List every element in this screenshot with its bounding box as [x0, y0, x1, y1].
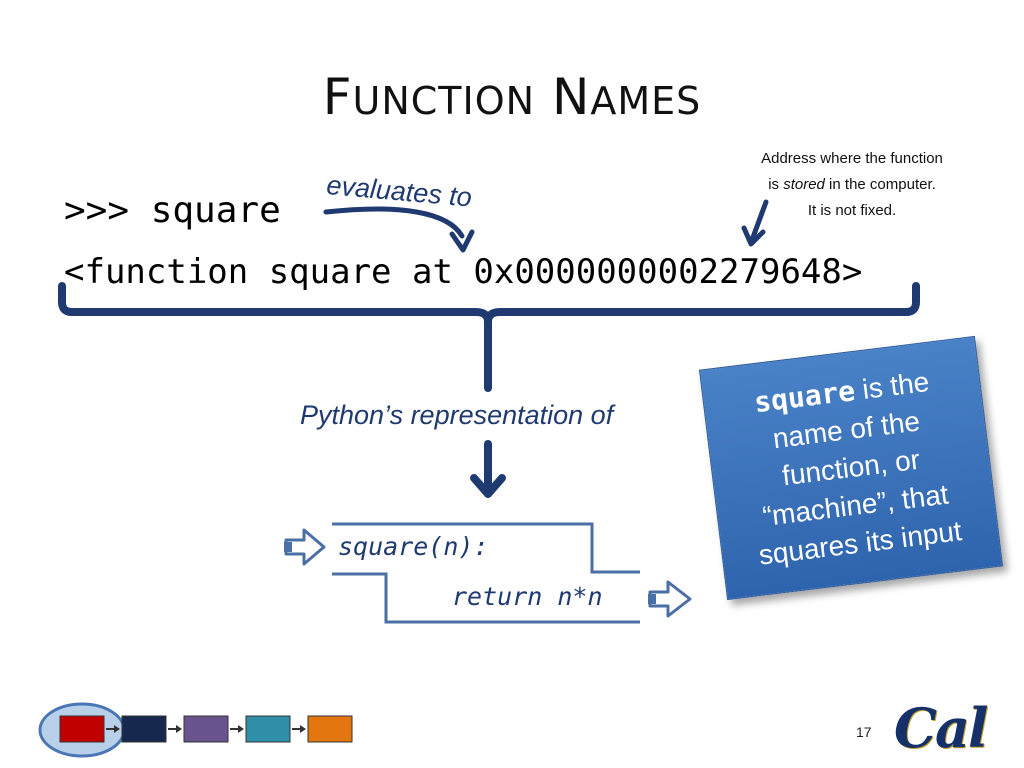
address-note-italic: stored [783, 176, 825, 193]
title-letter: F [322, 68, 353, 126]
nav-step-4[interactable] [245, 715, 291, 743]
title-word: AMES [590, 79, 702, 123]
slide-navigation [38, 702, 353, 758]
arrow-output-icon [648, 580, 692, 618]
function-box [332, 522, 640, 624]
function-body: return n*n [452, 582, 603, 611]
callout-text: square is the name of the function, or “… [716, 359, 985, 578]
callout-code: square [752, 374, 857, 420]
callout-box: square is the name of the function, or “… [698, 335, 1004, 601]
address-note-prefix: is [768, 176, 784, 193]
nav-step-2[interactable] [121, 715, 167, 743]
function-signature: square(n): [338, 532, 489, 561]
address-note-line2: is stored in the computer. [712, 172, 992, 198]
representation-label: Python’s representation of [300, 400, 614, 430]
address-arrow-icon [741, 199, 769, 247]
nav-step-3[interactable] [183, 715, 229, 743]
interpreter-prompt: >>> square [64, 190, 281, 231]
slide-title: FUNCTION NAMES [0, 68, 1024, 126]
address-note: Address where the function is stored in … [712, 146, 992, 224]
cal-logo: Cal [894, 696, 988, 760]
title-word: UNCTION [352, 79, 536, 123]
nav-step-5[interactable] [307, 715, 353, 743]
title-letter: N [551, 68, 591, 126]
address-note-line1: Address where the function [761, 150, 943, 167]
address-note-suffix: in the computer. [824, 176, 936, 193]
curved-arrow-icon [323, 206, 475, 253]
brace-icon [58, 282, 920, 392]
arrow-input-icon [284, 528, 326, 566]
page-number: 17 [856, 724, 872, 740]
address-note-line3: It is not fixed. [807, 202, 897, 219]
nav-step-1[interactable] [59, 715, 105, 743]
down-arrow-icon [470, 440, 506, 498]
function-repr: <function square at 0x0000000002279648> [64, 252, 863, 292]
